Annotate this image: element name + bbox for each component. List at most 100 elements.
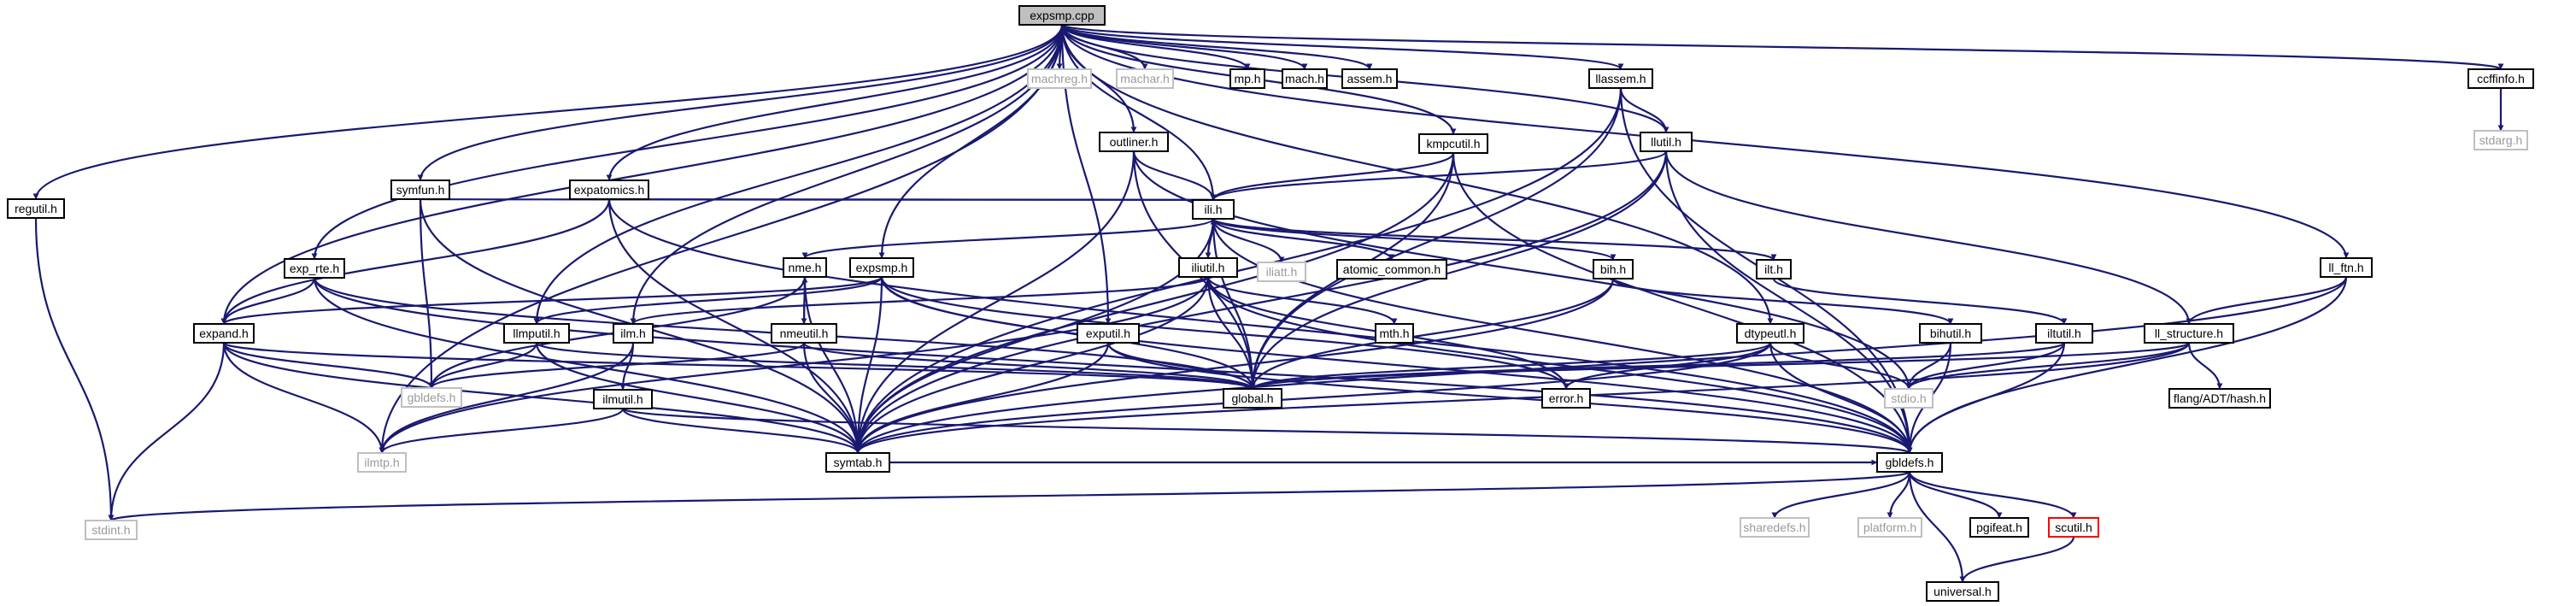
node-box: [503, 323, 570, 344]
node-label: global.h: [1231, 391, 1273, 405]
node-error-h[interactable]: error.h: [1541, 388, 1591, 409]
node-exp-rte-h[interactable]: exp_rte.h: [284, 258, 345, 279]
edge-expsmp_cpp-to-regutil_h: [32, 24, 1064, 200]
node-universal-h[interactable]: universal.h: [1926, 581, 1999, 602]
node-label: machreg.h: [1031, 72, 1088, 85]
node-box: [401, 387, 462, 408]
node-atomic-common-h[interactable]: atomic_common.h: [1336, 259, 1447, 279]
node-box: [1229, 68, 1265, 89]
node-label: iliutil.h: [1192, 261, 1225, 274]
node-mach-h[interactable]: mach.h: [1282, 68, 1328, 89]
edge-exp_rte_h-to-gbldefs_h: [313, 277, 1913, 454]
edge-ll_structure_h-to-symtab_h: [854, 342, 2191, 454]
edge-expsmp_cpp-to-llmputil_h: [533, 24, 1064, 325]
node-label: scutil.h: [2055, 521, 2092, 534]
node-expsmp-h[interactable]: expsmp.h: [849, 257, 914, 278]
edge-gbldefs_h-to-platform_h: [1887, 471, 1911, 519]
node-label: ilm.h: [620, 327, 646, 340]
node-pgifeat-h[interactable]: pgifeat.h: [1969, 517, 2029, 538]
node-ilt-h[interactable]: ilt.h: [1756, 259, 1792, 279]
node-regutil-h[interactable]: regutil.h: [7, 198, 65, 219]
node-ili-h[interactable]: ili.h: [1192, 199, 1235, 220]
node-label: iltutil.h: [2047, 327, 2081, 340]
node-label: symfun.h: [396, 183, 445, 197]
node-expsmp-cpp[interactable]: expsmp.cpp: [1018, 5, 1106, 26]
node-label: expsmp.cpp: [1030, 9, 1094, 22]
edge-exputil_h-to-symtab_h: [854, 342, 1110, 454]
node-outliner-h[interactable]: outliner.h: [1099, 132, 1169, 152]
edge-expand_h-to-ilmtp_h: [222, 342, 385, 454]
edge-nmeutil_h-to-symtab_h: [802, 342, 861, 454]
node-bih-h[interactable]: bih.h: [1593, 259, 1634, 279]
node-box: [1257, 262, 1306, 282]
node-gbldefs-h[interactable]: gbldefs.h: [1876, 452, 1943, 473]
node-mth-h[interactable]: mth.h: [1375, 323, 1414, 344]
node-llassem-h[interactable]: llassem.h: [1588, 68, 1653, 89]
node-label: llutil.h: [1651, 135, 1681, 149]
node-machar-h: machar.h: [1116, 68, 1174, 89]
node-scutil-h[interactable]: scutil.h: [2048, 517, 2099, 538]
node-exputil-h[interactable]: exputil.h: [1077, 323, 1140, 344]
node-box: [1282, 68, 1328, 89]
edge-ll_ftn_h-to-ll_structure_h: [2186, 276, 2348, 325]
edge-ll_structure_h-to-flang_hash_h: [2187, 342, 2223, 390]
edge-nmeutil_h-to-nme_h: [801, 276, 808, 325]
edge-exp_rte_h-to-symtab_h: [313, 277, 861, 454]
node-mp-h[interactable]: mp.h: [1229, 68, 1265, 89]
node-nme-h[interactable]: nme.h: [783, 257, 827, 278]
node-label: gbldefs.h: [1886, 456, 1934, 469]
node-ll-structure-h[interactable]: ll_structure.h: [2144, 323, 2234, 344]
node-kmpcutil-h[interactable]: kmpcutil.h: [1418, 133, 1488, 154]
node-expand-h[interactable]: expand.h: [193, 323, 255, 344]
node-box: [2467, 68, 2534, 89]
edge-symfun_h-to-gbldefs_h_ext: [419, 198, 435, 389]
node-dtypeutl-h[interactable]: dtypeutl.h: [1736, 323, 1804, 344]
edge-bihutil_h-to-stdio_h: [1905, 342, 1952, 390]
edge-ll_ftn_h-to-symtab_h: [854, 276, 2348, 454]
node-bihutil-h[interactable]: bihutil.h: [1919, 323, 1982, 344]
node-expatomics-h[interactable]: expatomics.h: [569, 179, 649, 200]
node-global-h[interactable]: global.h: [1223, 388, 1282, 409]
node-label: ili.h: [1204, 203, 1222, 216]
node-ilm-h[interactable]: ilm.h: [613, 323, 654, 344]
edge-expand_h-to-global_h: [222, 341, 1256, 391]
edge-ilmutil_h-to-gbldefs_h: [621, 407, 1913, 455]
node-label: ilt.h: [1764, 262, 1783, 276]
node-flang-hash-h[interactable]: flang/ADT/hash.h: [2168, 388, 2271, 409]
edge-kmpcutil_h-to-gbldefs_h: [1452, 152, 1913, 454]
node-symfun-h[interactable]: symfun.h: [390, 179, 450, 200]
node-box: [1857, 517, 1922, 538]
node-box: [2320, 257, 2373, 278]
node-box: [825, 452, 890, 473]
node-ccffinfo-h[interactable]: ccffinfo.h: [2467, 68, 2534, 89]
node-symtab-h[interactable]: symtab.h: [825, 452, 890, 473]
node-iliutil-h[interactable]: iliutil.h: [1178, 257, 1238, 278]
edge-expsmp_cpp-to-expand_h: [220, 24, 1064, 325]
node-label: outliner.h: [1110, 135, 1159, 149]
node-ll-ftn-h[interactable]: ll_ftn.h: [2320, 257, 2373, 278]
node-label: machar.h: [1120, 72, 1170, 85]
node-iltutil-h[interactable]: iltutil.h: [2035, 323, 2093, 344]
node-ilmutil-h[interactable]: ilmutil.h: [593, 389, 653, 409]
node-assem-h[interactable]: assem.h: [1341, 68, 1398, 89]
node-label: llmputil.h: [513, 327, 560, 340]
edge-iliutil_h-to-symtab_h: [854, 276, 1210, 454]
edge-ll_structure_h-to-stdio_h: [1905, 342, 2191, 390]
edge-ilm_h-to-ilmtp_h: [378, 342, 635, 454]
edge-gbldefs_h-to-stdint_h: [108, 470, 1911, 522]
edge-expsmp_h-to-error_h: [880, 276, 1570, 390]
node-box: [1588, 68, 1653, 89]
node-box: [1736, 323, 1804, 344]
node-label: expand.h: [199, 327, 249, 340]
node-box: [771, 323, 837, 344]
node-box: [849, 257, 914, 278]
node-llmputil-h[interactable]: llmputil.h: [503, 323, 570, 344]
edge-iliutil_h-to-ili_h: [1206, 218, 1217, 259]
edge-llassem_h-to-symtab_h: [854, 87, 1622, 454]
dependency-edges: [32, 23, 2504, 583]
node-label: sharedefs.h: [1743, 521, 1805, 534]
edge-expsmp_cpp-to-assem_h: [1060, 24, 1373, 70]
node-nmeutil-h[interactable]: nmeutil.h: [771, 323, 837, 344]
node-llutil-h[interactable]: llutil.h: [1640, 132, 1693, 152]
